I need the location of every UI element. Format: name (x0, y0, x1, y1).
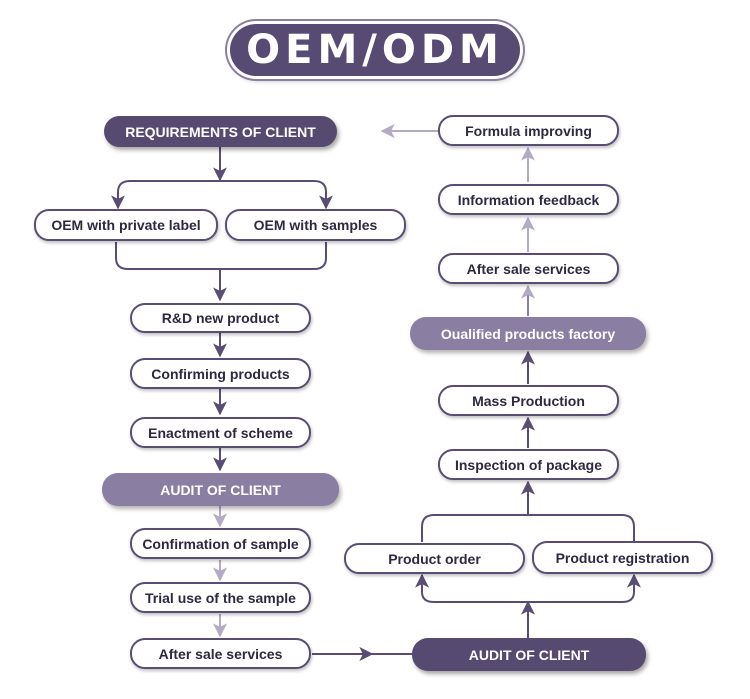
node-enactment-of-scheme: Enactment of scheme (130, 417, 311, 448)
node-confirmation-of-sample: Confirmation of sample (130, 528, 311, 559)
node-inspection-of-package: Inspection of package (438, 449, 619, 480)
node-trial-use-of-sample: Trial use of the sample (130, 582, 311, 613)
split-bracket-top (117, 180, 333, 210)
merge-bracket-right-top (421, 514, 635, 542)
node-confirming-products: Confirming products (130, 358, 311, 389)
node-after-sale-services-left: After sale services (130, 638, 311, 669)
node-oem-private-label: OEM with private label (34, 209, 218, 241)
node-formula-improving: Formula improving (438, 115, 619, 146)
page-title: OEM/ODM (230, 24, 520, 76)
node-after-sale-services-right: After sale services (438, 253, 619, 284)
node-audit-of-client-right: AUDIT OF CLIENT (412, 638, 646, 671)
merge-bracket-bottom (115, 242, 327, 270)
split-bracket-right-bottom (421, 575, 635, 603)
node-requirements-of-client: REQUIREMENTS OF CLIENT (104, 116, 337, 147)
node-oem-samples: OEM with samples (225, 209, 406, 241)
node-product-registration: Product registration (532, 541, 713, 574)
node-audit-of-client-left: AUDIT OF CLIENT (102, 473, 339, 506)
node-rd-new-product: R&D new product (130, 303, 311, 333)
node-qualified-products-factory: Oualified products factory (410, 317, 646, 350)
node-mass-production: Mass Production (438, 385, 619, 416)
node-information-feedback: Information feedback (438, 184, 619, 215)
node-product-order: Product order (344, 543, 525, 574)
